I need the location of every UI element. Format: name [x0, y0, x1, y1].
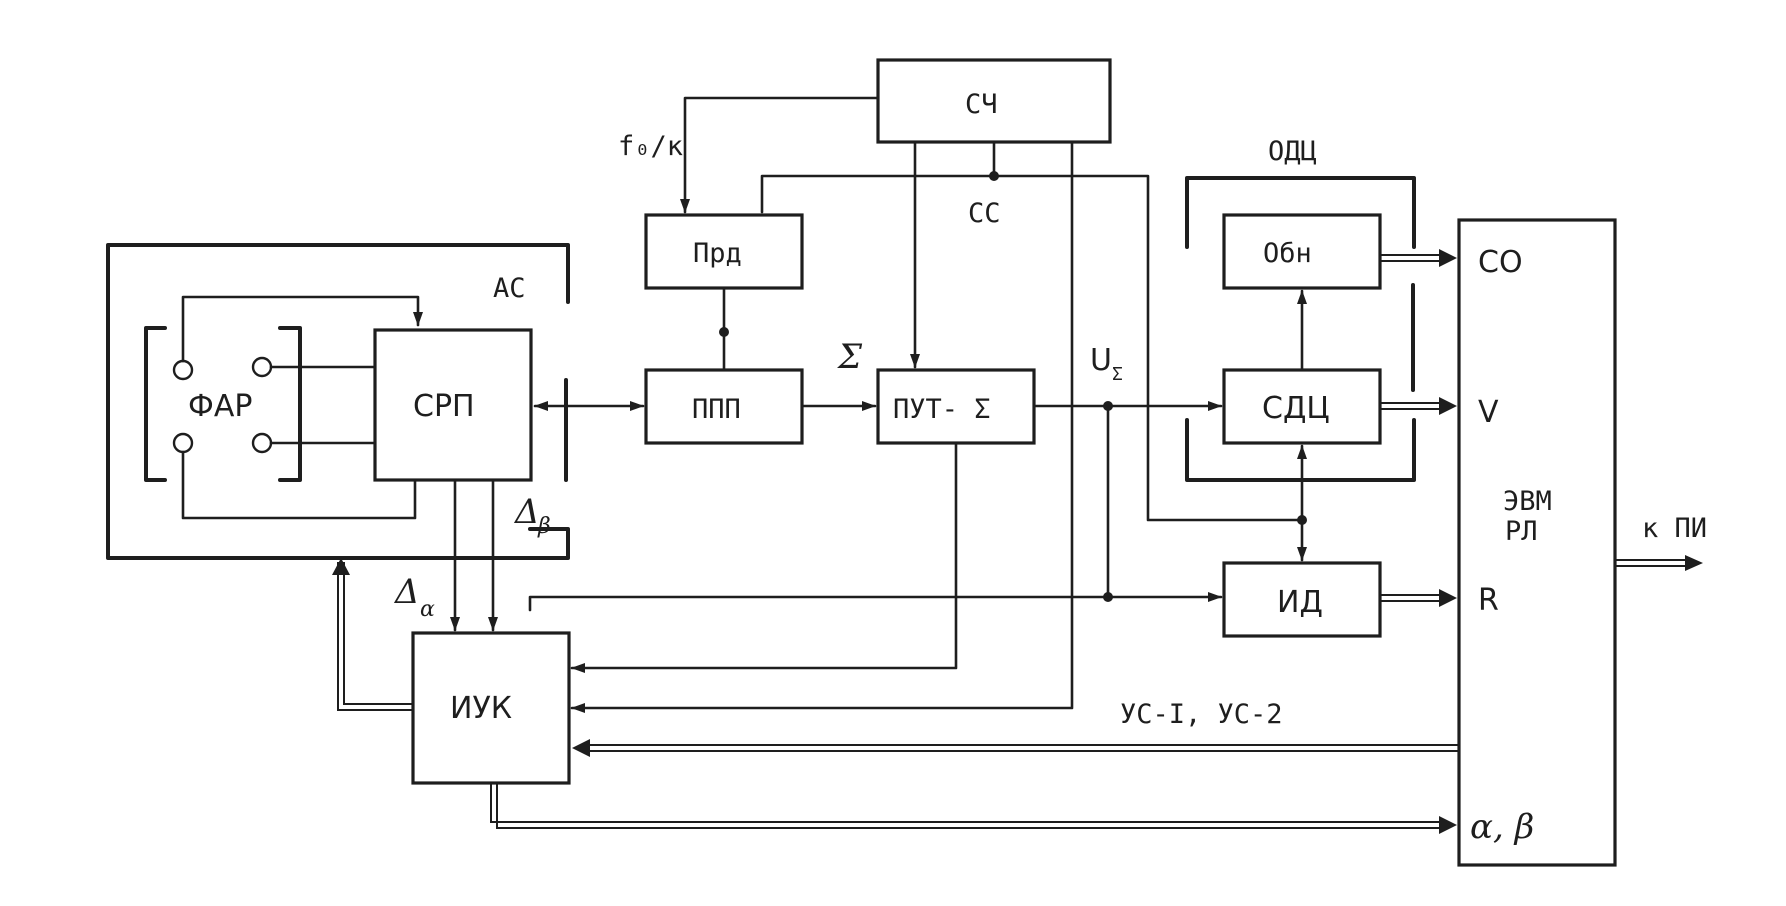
sch-to-prd-line: [680, 96, 880, 214]
svg-text:РЛ: РЛ: [1505, 516, 1538, 547]
block-sch: СЧ: [876, 58, 1112, 144]
evm-input-v: V: [1478, 395, 1499, 430]
svg-text:СДЦ: СДЦ: [1262, 391, 1330, 426]
svg-text:СРП: СРП: [413, 389, 475, 424]
far-bracket: [144, 326, 302, 482]
svg-text:ИУК: ИУК: [450, 691, 512, 726]
far-port-bottom-right: [251, 432, 273, 454]
svg-text:Δ: Δ: [393, 572, 420, 612]
u-sigma-to-id-line: [1106, 404, 1223, 602]
svg-text:СЧ: СЧ: [965, 89, 998, 120]
svg-text:Δ: Δ: [513, 492, 540, 532]
as-group-label: АС: [493, 273, 526, 304]
svg-text:Обн: Обн: [1263, 238, 1312, 269]
svg-text:U: U: [1090, 343, 1112, 378]
iuk-to-id-bus: [528, 595, 1110, 612]
signal-cc-label: СС: [968, 198, 1001, 229]
signal-u-sigma-label: U Σ: [1090, 343, 1123, 385]
evm-to-pi-output: [1615, 555, 1703, 571]
block-prd: Прд: [644, 213, 804, 290]
put-to-iuk-line: [570, 441, 958, 673]
svg-text:ИД: ИД: [1277, 585, 1323, 620]
svg-text:Σ: Σ: [1112, 364, 1123, 385]
far-srp-bottom-link: [181, 450, 417, 520]
signal-f0k-label: f₀/к: [618, 131, 683, 162]
signal-to-pi-label: к ПИ: [1642, 513, 1707, 544]
far-port-bottom-left: [172, 432, 194, 454]
far-port-top-left: [172, 359, 194, 381]
sch-to-iuk-line: [570, 140, 1074, 713]
svg-text:β: β: [537, 514, 551, 539]
evm-input-co: СО: [1478, 245, 1523, 280]
obn-to-evm-output: [1380, 249, 1457, 267]
block-ppp: ППП: [644, 368, 804, 445]
evm-to-iuk-control: [572, 739, 1459, 757]
signal-sigma-label: Σ: [836, 337, 863, 377]
block-iuk: ИУК: [411, 631, 571, 785]
block-evm-rl: ЭВМ РЛ: [1457, 218, 1617, 867]
far-label: ФАР: [188, 389, 252, 424]
id-to-evm-output: [1380, 589, 1457, 607]
cc-junction-dot: [989, 171, 999, 181]
sdc-id-junction-dot: [1297, 515, 1307, 525]
sdc-to-evm-output: [1380, 397, 1457, 415]
cc-bus-line: [760, 174, 1304, 522]
block-put-sigma: ПУТ- Σ: [876, 368, 1036, 445]
svg-text:Прд: Прд: [693, 238, 742, 269]
svg-text:ППП: ППП: [692, 394, 741, 425]
block-srp: СРП: [373, 328, 533, 482]
block-id: ИД: [1222, 561, 1382, 638]
svg-text:α: α: [420, 597, 435, 622]
far-srp-top-link: [181, 295, 423, 363]
prd-ppp-dot: [719, 327, 729, 337]
signal-delta-alpha-label: Δ α: [393, 572, 435, 622]
svg-text:ПУТ- Σ: ПУТ- Σ: [893, 394, 991, 425]
iuk-to-evm-angles: [490, 783, 1457, 834]
evm-input-alpha-beta: α, β: [1470, 807, 1534, 847]
signal-us-label: УС-I, УС-2: [1120, 699, 1283, 730]
block-sdc: СДЦ: [1222, 368, 1382, 445]
far-port-top-right: [251, 356, 273, 378]
svg-text:ЭВМ: ЭВМ: [1503, 486, 1552, 517]
as-group-frame: [106, 243, 570, 560]
signal-delta-beta-label: Δ β: [513, 492, 551, 539]
block-obn: Обн: [1222, 213, 1382, 290]
iuk-to-as-feedback: [332, 558, 413, 711]
evm-input-r: R: [1478, 583, 1499, 618]
odc-group-label: ОДЦ: [1268, 136, 1317, 167]
